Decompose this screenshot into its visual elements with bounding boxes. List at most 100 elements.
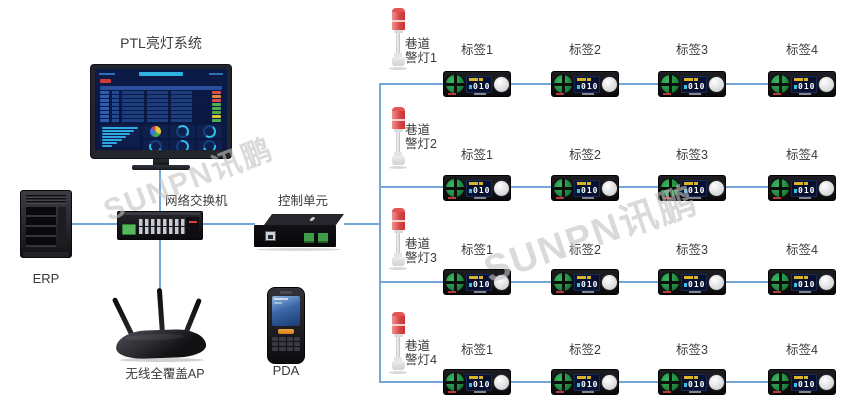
cross-button-icon (661, 273, 679, 291)
confirm-button-icon (494, 76, 509, 92)
terminal-block (318, 233, 328, 243)
gauge (147, 138, 164, 150)
dashboard-table-row (100, 119, 222, 122)
pick-tag-device: 010 (551, 269, 619, 295)
pda-device (267, 287, 305, 364)
pick-tag-device: 010 (658, 369, 726, 395)
tag-display: 010 (681, 273, 707, 291)
server-drive-bays (26, 207, 66, 247)
confirm-button-icon (602, 374, 617, 390)
tag-display: 010 (681, 179, 707, 197)
pick-tag-device: 010 (658, 175, 726, 201)
dashboard-table-row (100, 115, 222, 118)
cross-button-icon (554, 179, 572, 197)
tag-label: 标签3 (676, 243, 708, 257)
warning-light-label: 巷道 警灯1 (405, 37, 437, 65)
gauge (200, 137, 219, 150)
tag-label: 标签3 (676, 148, 708, 162)
network-switch (117, 211, 203, 240)
tag-label: 标签2 (569, 243, 601, 257)
pick-tag-device: 010 (443, 269, 511, 295)
tag-label: 标签1 (461, 148, 493, 162)
confirm-button-icon (494, 180, 509, 196)
control-unit-label: 控制单元 (278, 194, 329, 208)
cross-button-icon (771, 273, 789, 291)
tag-display: 010 (791, 179, 817, 197)
warning-tower-light (388, 208, 408, 272)
gauge-panel (197, 137, 222, 150)
pda-scan-button (278, 329, 294, 334)
dashboard-table-row (100, 95, 222, 98)
dashboard-charts (100, 123, 222, 150)
cross-button-icon (554, 75, 572, 93)
bar-chart (100, 125, 140, 147)
cross-button-icon (661, 75, 679, 93)
tag-label: 标签1 (461, 243, 493, 257)
gauge-panel (143, 138, 168, 150)
cross-button-icon (446, 75, 464, 93)
pick-tag-device: 010 (658, 269, 726, 295)
pick-tag-device: 010 (551, 369, 619, 395)
warning-tower-light (388, 312, 408, 376)
status-chip (212, 119, 221, 122)
tag-display: 010 (574, 373, 600, 391)
ap-label: 无线全覆盖AP (125, 367, 205, 381)
pick-tag-device: 010 (768, 269, 836, 295)
confirm-button-icon (709, 76, 724, 92)
pick-tag-device: 010 (551, 71, 619, 97)
status-chip (212, 115, 221, 118)
confirm-button-icon (819, 76, 834, 92)
tag-label: 标签3 (676, 343, 708, 357)
line-erp-switch (72, 223, 118, 225)
pie-chart (150, 126, 161, 137)
bus-line (379, 83, 381, 383)
gauge-panel (170, 125, 195, 138)
wireless-ap (111, 287, 208, 364)
tag-label: 标签4 (786, 343, 818, 357)
confirm-button-icon (494, 274, 509, 290)
warning-tower-light (388, 8, 408, 72)
warning-light-label: 巷道 警灯3 (405, 237, 437, 265)
server-vents (26, 195, 66, 204)
power-led (308, 217, 316, 221)
pick-tag-device: 010 (551, 175, 619, 201)
pda-keypad (272, 337, 300, 351)
dashboard-logo (99, 73, 115, 75)
confirm-button-icon (602, 274, 617, 290)
confirm-button-icon (709, 274, 724, 290)
switch-green-label (122, 224, 136, 235)
pda-label: PDA (272, 363, 300, 378)
pick-tag-device: 010 (768, 369, 836, 395)
tag-display: 010 (574, 273, 600, 291)
switch-ports (139, 218, 185, 235)
line-control-bus (344, 223, 380, 225)
line-monitor-switch (159, 169, 161, 213)
antenna (156, 287, 165, 335)
warning-light-label: 巷道 警灯2 (405, 123, 437, 151)
tag-label: 标签2 (569, 43, 601, 57)
line-switch-control (203, 223, 255, 225)
tag-display: 010 (574, 179, 600, 197)
status-chip (212, 103, 221, 106)
tag-display: 010 (466, 273, 492, 291)
cross-button-icon (661, 179, 679, 197)
tag-label: 标签2 (569, 148, 601, 162)
tag-display: 010 (466, 179, 492, 197)
tag-display: 010 (574, 75, 600, 93)
confirm-button-icon (709, 374, 724, 390)
cross-button-icon (771, 179, 789, 197)
tag-label: 标签4 (786, 43, 818, 57)
dashboard-table-row (100, 107, 222, 110)
tag-display: 010 (681, 373, 707, 391)
confirm-button-icon (819, 180, 834, 196)
cross-button-icon (661, 373, 679, 391)
pick-tag-device: 010 (443, 71, 511, 97)
gauge-panel (197, 123, 222, 140)
dashboard-table-row (100, 91, 222, 94)
dashboard-monitor (90, 64, 232, 159)
pick-tag-device: 010 (768, 71, 836, 97)
tag-display: 010 (681, 75, 707, 93)
confirm-button-icon (709, 180, 724, 196)
pick-tag-device: 010 (443, 369, 511, 395)
